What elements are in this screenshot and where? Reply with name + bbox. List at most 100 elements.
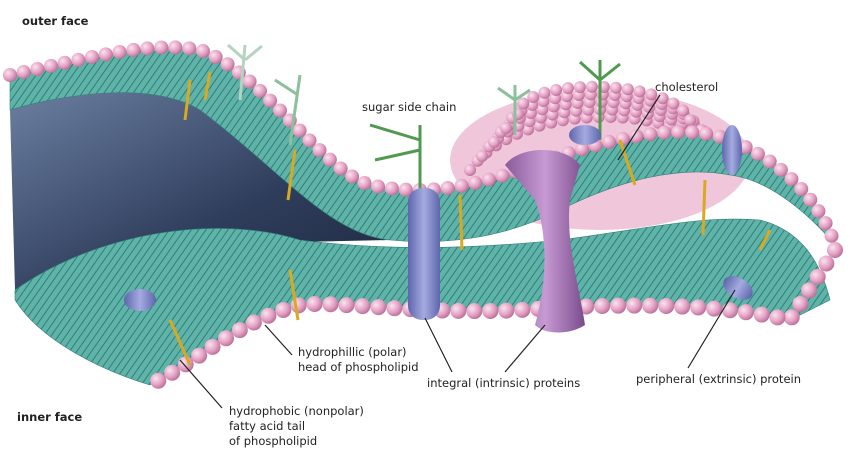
phospholipid-head [306,295,323,312]
phospholipid-head [384,181,399,196]
phospholipid-head [312,143,327,158]
phospholipid-head [674,298,691,315]
phospholipid-head [615,131,630,146]
phospholipid-head [57,55,72,70]
phospholipid-head [811,204,826,219]
phospholipid-head [809,268,826,285]
phospholipid-head [573,81,586,94]
phospholipid-head [322,152,337,167]
hydrophobic-line-1: hydrophobic (nonpolar) [229,404,364,418]
phospholipid-head [750,146,765,161]
phospholipid-head [527,90,540,103]
phospholipid-head [671,124,686,139]
phospholipid-head [154,40,169,55]
phospholipid-head [801,282,818,299]
phospholipid-head [164,364,181,381]
hydrophobic-line-2: fatty acid tail [229,419,306,433]
sugar-side-chains [227,43,621,190]
phospholipid-head [602,134,617,149]
phospholipid-head [191,347,208,364]
phospholipid-head [345,169,360,184]
phospholipid-head [803,192,818,207]
phospholipid-head [322,296,339,313]
phospholipid-head [466,303,483,320]
phospholipid-head [357,176,372,191]
phospholipid-head [302,133,317,148]
phospholipid-head [495,168,510,183]
cholesterol-label: cholesterol [655,80,719,94]
phospholipid-head [204,338,221,355]
phospholipid-head [594,298,611,315]
surface-protein [569,125,601,145]
phospholipid-head [794,182,809,197]
phospholipid-head [476,150,488,162]
phospholipid-head [514,301,531,318]
phospholipid-head [126,42,141,57]
phospholipid-head [263,93,278,108]
phospholipid-head [538,86,551,99]
phospholipid-head [818,255,835,272]
phospholipid-head [112,44,127,59]
phospholipid-head [677,104,690,117]
phospholipid-head [182,41,197,56]
phospholipid-head [633,85,646,98]
phospholipid-head [260,307,277,324]
outer-face-label: outer face [22,14,89,28]
phospholipid-head [783,309,800,326]
peripheral-protein [723,276,753,300]
phospholipid-head [658,297,675,314]
channel-protein [722,125,742,175]
phospholipid-head [140,41,155,56]
hydrophobic-line-3: of phospholipid [229,434,318,448]
phospholipid-head [273,103,288,118]
phospholipid-head [275,301,292,318]
phospholipid-head [657,125,672,140]
phospholipid-head [245,314,262,331]
phospholipid-head [629,129,644,144]
phospholipid-head [643,127,658,142]
phospholipid-head [370,299,387,316]
phospholipid-head [684,114,697,127]
phospholipid-head [220,57,235,72]
hydrophobic-tail-label: hydrophobic (nonpolar) fatty acid tail o… [229,404,364,449]
phospholipid-head [177,356,194,373]
phospholipid-head [784,172,799,187]
phospholipid-head [292,123,307,138]
phospholipid-head [642,297,659,314]
phospholipid-head [440,180,455,195]
phospholipid-head [827,242,843,258]
phospholipid-head [737,304,754,321]
phospholipid-head [85,49,100,64]
phospholipid-head [450,302,467,319]
phospholipid-head [500,122,512,134]
phospholipid-head [585,80,598,93]
phospholipid-head [371,179,386,194]
phospholipid-head [3,68,17,82]
phospholipid-head [242,74,257,89]
phospholipid-head [231,322,248,339]
phospholipid-head [386,300,403,317]
phospholipid-head [208,49,223,64]
integral-protein-purple [505,150,585,333]
membrane-interior-shadow [10,92,390,290]
phospholipid-head [218,330,235,347]
phospholipid-head [454,178,469,193]
phospholipid-head [574,142,589,157]
phospholipid-head [769,309,786,326]
phospholipid-head [338,297,355,314]
phospholipid-head [482,302,499,319]
phospholipid-head [464,164,476,176]
phospholipid-head [517,97,530,110]
phospholipid-head [550,83,563,96]
phospholipid-head [824,228,839,243]
phospholipid-head [621,83,634,96]
phospholipid-head [150,372,167,389]
phospholipid-head [738,140,753,155]
phospholipid-head [792,295,809,312]
phospholipid-head [498,302,515,319]
phospholipid-head [354,298,371,315]
phospholipid-head [609,81,622,94]
phospholipid-head [626,297,643,314]
phospholipid-head [16,65,31,80]
